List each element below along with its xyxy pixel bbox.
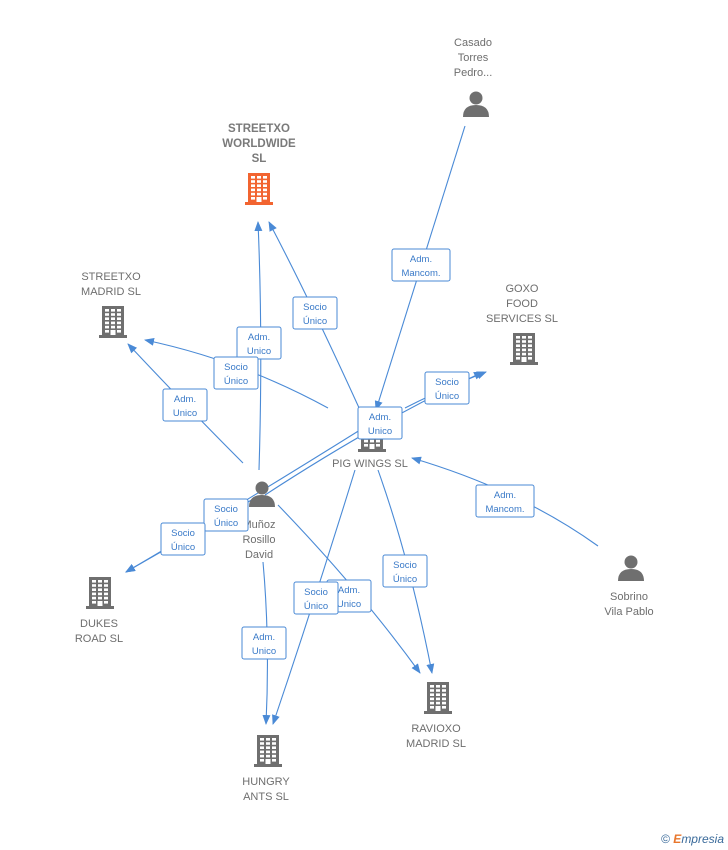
node-label-line: GOXO [505, 283, 538, 295]
node-label-pig_wings: PIG WINGS SL [332, 458, 408, 470]
edge-label-line: Mancom. [401, 268, 440, 279]
edge-label-line: Único [224, 376, 248, 387]
edge-label-line: Adm. [248, 332, 270, 343]
edge-label-line: Único [393, 574, 417, 585]
node-label-line: DUKES [80, 618, 118, 630]
edge-label-line: Socio [303, 302, 327, 313]
edge-label-line: Unico [252, 646, 276, 657]
edge-label-munoz-to-streetxo_madrid[interactable]: Adm. Unico [162, 388, 208, 422]
building-icon [245, 173, 273, 205]
node-label-line: Vila Pablo [604, 606, 653, 618]
building-icon [510, 333, 538, 365]
edge-label-line: Socio [393, 560, 417, 571]
edge-label-line: Único [214, 518, 238, 529]
person-icon [249, 481, 275, 507]
edge-label-line: Unico [368, 426, 392, 437]
node-label-line: STREETXO [228, 123, 290, 135]
copyright-symbol: © [661, 832, 670, 846]
building-icon [86, 577, 114, 609]
node-label-line: Muñoz [242, 519, 275, 531]
node-label-line: PIG WINGS SL [332, 458, 408, 470]
node-streetxo_worldwide[interactable]: STREETXO WORLDWIDE SL [222, 123, 296, 205]
node-label-dukes: DUKES ROAD SL [75, 618, 123, 645]
building-icon [424, 682, 452, 714]
node-hungry[interactable]: HUNGRY ANTS SL [242, 735, 290, 803]
edge-label-line: Socio [171, 528, 195, 539]
edge-label-munoz-to-goxo[interactable]: Adm. Unico [357, 406, 403, 440]
brand-initial: E [673, 832, 682, 846]
edge-label-line: Unico [247, 346, 271, 357]
edge-label-line: Adm. [253, 632, 275, 643]
brand-name: mpresia [681, 832, 724, 846]
edge-label-line: Socio [304, 587, 328, 598]
node-label-streetxo_worldwide: STREETXO WORLDWIDE SL [222, 123, 296, 165]
edge-label-line: Adm. [410, 254, 432, 265]
building-icon [254, 735, 282, 767]
edge-label-line: Adm. [494, 490, 516, 501]
node-label-line: Sobrino [610, 591, 648, 603]
node-dukes[interactable]: DUKES ROAD SL [75, 577, 123, 645]
edge-labels-layer: Adm.Mancom.Adm.Mancom.SocioÚnicoAdm.Unic… [160, 248, 535, 660]
node-ravioxo[interactable]: RAVIOXO MADRID SL [406, 682, 466, 750]
empresia-watermark[interactable]: © Empresia [661, 832, 724, 846]
node-label-line: MADRID SL [81, 286, 141, 298]
node-label-line: Torres [458, 52, 489, 64]
node-label-line: SERVICES SL [486, 313, 558, 325]
edge-label-casado-to-pig_wings[interactable]: Adm. Mancom. [391, 248, 451, 282]
node-label-line: MADRID SL [406, 738, 466, 750]
node-label-goxo: GOXO FOOD SERVICES SL [486, 283, 558, 325]
edge-label-sobrino-to-pig_wings[interactable]: Adm. Mancom. [475, 484, 535, 518]
node-label-line: Pedro... [454, 67, 493, 79]
node-label-line: ANTS SL [243, 791, 289, 803]
edge-label-line: Socio [435, 377, 459, 388]
edge-label-line: Adm. [338, 585, 360, 596]
edge-label-line: Unico [173, 408, 197, 419]
node-label-line: ROAD SL [75, 633, 123, 645]
node-label-line: David [245, 549, 273, 561]
edge-label-line: Mancom. [485, 504, 524, 515]
person-icon [463, 91, 489, 117]
edge-label-line: Adm. [369, 412, 391, 423]
edge-label-line: Adm. [174, 394, 196, 405]
node-label-line: HUNGRY [242, 776, 290, 788]
node-label-line: Casado [454, 37, 492, 49]
edge-label-line: Único [435, 391, 459, 402]
node-label-line: SL [252, 153, 267, 165]
person-icon [618, 555, 644, 581]
edge-label-line: Único [303, 316, 327, 327]
edge-label-munoz-to-hungry[interactable]: Adm. Unico [241, 626, 287, 660]
edge-label-line: Único [304, 601, 328, 612]
node-label-line: RAVIOXO [411, 723, 461, 735]
node-goxo[interactable]: GOXO FOOD SERVICES SL [486, 283, 558, 365]
edge-label-line: Unico [337, 599, 361, 610]
node-label-line: WORLDWIDE [222, 138, 296, 150]
node-label-line: FOOD [506, 298, 538, 310]
edge-label-line: Socio [214, 504, 238, 515]
edge-label-line: Único [171, 542, 195, 553]
node-label-ravioxo: RAVIOXO MADRID SL [406, 723, 466, 750]
node-label-line: STREETXO [81, 271, 141, 283]
node-label-line: Rosillo [242, 534, 275, 546]
edge-label-line: Socio [224, 362, 248, 373]
building-icon [99, 306, 127, 338]
node-streetxo_madrid[interactable]: STREETXO MADRID SL [81, 271, 141, 338]
node-label-streetxo_madrid: STREETXO MADRID SL [81, 271, 141, 298]
node-label-hungry: HUNGRY ANTS SL [242, 776, 290, 803]
edge-label-munoz-to-streetxo_worldwide[interactable]: Adm. Unico [236, 326, 282, 360]
